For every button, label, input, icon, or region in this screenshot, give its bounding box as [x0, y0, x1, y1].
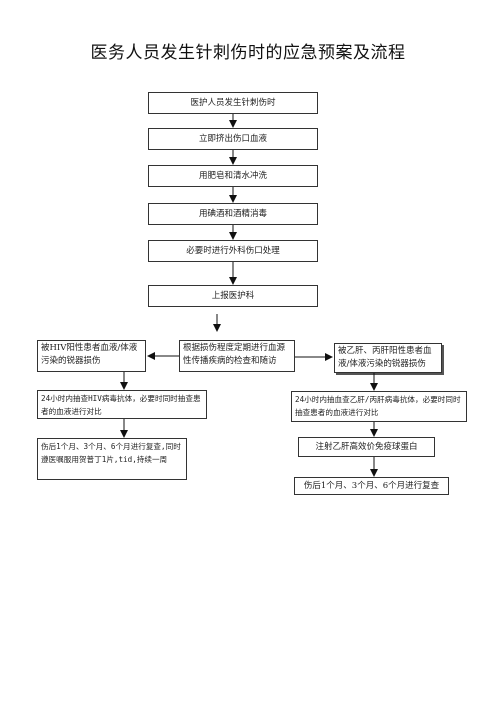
right-hepatitis-exposure: 被乙肝、丙肝阳性患者血液/体液污染的锐器损伤 — [334, 343, 442, 373]
step-report: 上报医护科 — [148, 285, 318, 307]
step-surgical-treatment: 必要时进行外科伤口处理 — [148, 240, 318, 262]
left-followup-medication: 伤后1个月、3个月、6个月进行复查,同时遵医嘱服用贺普丁1片,tid,持续一周 — [37, 438, 187, 480]
step-squeeze-blood: 立即挤出伤口血液 — [148, 128, 318, 150]
step-soap-water-rinse: 用肥皂和清水冲洗 — [148, 165, 318, 187]
center-followup-node: 根据损伤程度定期进行血源性传播疾病的检查和随访 — [179, 340, 295, 372]
right-followup-review: 伤后1个月、3个月、6个月进行复查 — [294, 477, 449, 495]
step-needlestick-occurs: 医护人员发生针刺伤时 — [148, 92, 318, 114]
left-hiv-exposure: 被HIV阳性患者血液/体液污染的锐器损伤 — [37, 340, 146, 372]
right-hepatitis-antibody-test: 24小时内抽血查乙肝/丙肝病毒抗体，必要时同时抽查患者的血液进行对比 — [291, 391, 467, 422]
page-title: 医务人员发生针刺伤时的应急预案及流程 — [90, 43, 406, 63]
right-immunoglobulin-injection: 注射乙肝高效价免疫球蛋白 — [298, 437, 435, 457]
left-hiv-antibody-test: 24小时内抽查HIV病毒抗体，必要时同时抽查患者的血液进行对比 — [37, 390, 207, 419]
step-disinfect: 用碘酒和酒精消毒 — [148, 203, 318, 225]
